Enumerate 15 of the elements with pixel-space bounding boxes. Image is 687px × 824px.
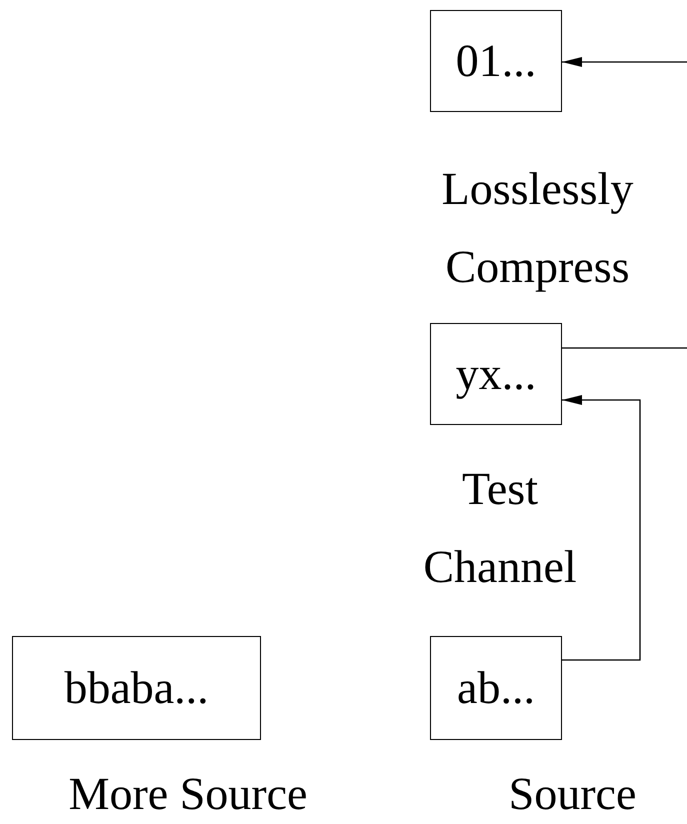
line [562,347,687,349]
process-label: Losslessly Compress [440,162,634,294]
node-label: More Source [68,767,308,821]
node-label: Source [508,767,638,821]
arrow [562,395,641,661]
box-text: yx... [456,351,536,397]
box [430,636,562,740]
box [430,10,562,112]
process-label: Test Channel [422,462,578,594]
box [430,323,562,425]
box-text: ab... [457,665,535,711]
box [12,636,261,740]
box-text: bbaba... [64,665,209,711]
box-text: 01... [456,38,536,84]
arrow [562,57,687,67]
